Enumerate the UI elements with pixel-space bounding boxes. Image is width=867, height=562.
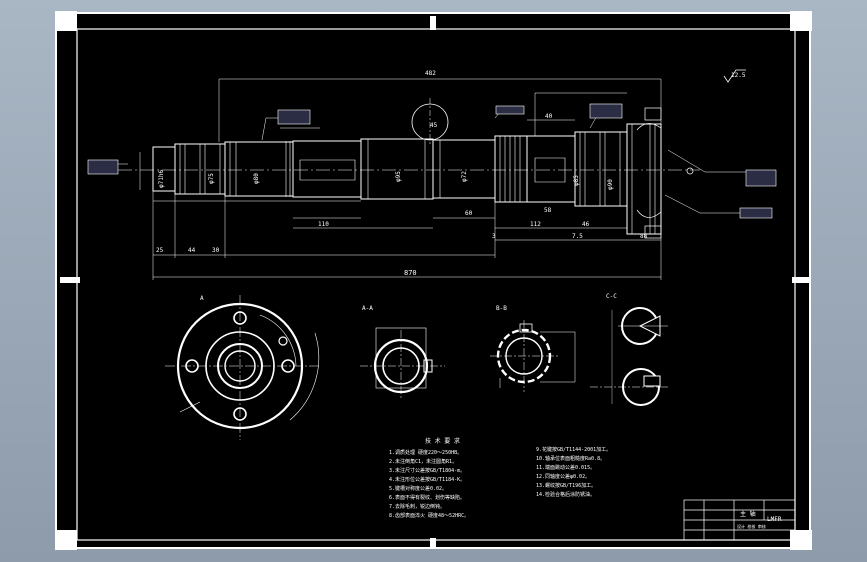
svg-text:φ71h6: φ71h6 [158,170,165,188]
note-line: 5.键槽对称度公差0.02。 [389,485,447,492]
part-name: 主 轴 [740,510,756,518]
flange [626,123,662,235]
notes-title: 技 术 要 求 [425,437,460,445]
dim-text: 112 [530,221,541,228]
keyway-2 [534,157,566,183]
note-line: 9.花键按GB/T1144-2001加工。 [536,446,611,453]
section-c-c[interactable]: C-C [590,293,670,406]
title-sub: 设计 校核 审核 [737,523,766,529]
dim-text: 60 [465,210,473,217]
tolerance-frame [277,109,311,125]
roughness-value: 12.5 [731,72,746,79]
section-a-a[interactable]: A-A [360,305,445,400]
dim-text: 46 [582,221,590,228]
dim-text: 44 [188,247,196,254]
roughness-symbol: 12.5 [723,69,746,83]
tolerance-frame [87,159,119,175]
corner-marker [55,530,77,550]
note-line: 14.检验合格后涂防锈油。 [536,491,595,498]
tolerance-frame [745,169,777,187]
center-mark-bottom [430,538,436,548]
dimension-texts: 482 870 25 44 30 110 60 112 58 46 40 3 7… [156,70,648,277]
note-line: 12.同轴度公差φ0.02。 [536,473,590,480]
note-line: 13.螺纹按GB/T196加工。 [536,482,596,489]
shaft-main-view[interactable] [110,78,748,280]
dim-text: 45 [430,122,438,129]
center-mark-right [792,277,810,283]
dim-text: 58 [544,207,552,214]
note-line: 10.轴承位表面粗糙度Ra0.8。 [536,455,605,462]
sheet-frame [55,11,812,550]
view-label: B-B [496,305,507,312]
tolerance-frame [495,105,525,115]
svg-text:φ90: φ90 [607,179,614,190]
dim-text: 3 [492,233,496,240]
title-block[interactable]: 主 轴 LMFR 设计 校核 审核 [683,499,796,541]
svg-text:φ72: φ72 [461,171,468,182]
tolerance-frame [739,207,773,219]
center-mark-top [430,16,436,30]
view-label: C-C [606,293,617,300]
dim-text: 88 [640,233,648,240]
corner-marker [790,11,812,31]
dim-top-span: 482 [425,70,436,77]
svg-text:φ80: φ80 [253,173,260,184]
dim-text: 110 [318,221,329,228]
note-line: 4.未注形位公差按GB/T1184-K。 [389,476,465,483]
dim-text: 40 [545,113,553,120]
corner-marker [790,530,812,550]
svg-text:φ95: φ95 [395,171,402,182]
flange-end-view[interactable]: A [165,295,320,440]
section-b-b[interactable]: B-B [490,305,576,392]
view-label: A [200,295,204,302]
note-line: 7.去除毛刺，锐边倒钝。 [389,503,445,510]
note-line: 6.表面不得有裂纹、划伤等缺陷。 [389,494,465,501]
diameter-texts: φ71h6 φ75 φ80 φ95 φ72 φ85 φ90 [158,170,614,190]
view-label: A-A [362,305,373,312]
dim-overall: 870 [404,269,417,277]
dim-text: 30 [212,247,220,254]
dim-text: 7.5 [572,233,583,240]
technical-notes: 技 术 要 求 1.调质处理 硬度220～250HB。 2.未注倒角C1，未注圆… [389,437,611,519]
note-line: 1.调质处理 硬度220～250HB。 [389,449,462,456]
note-line: 3.未注尺寸公差按GB/T1804-m。 [389,467,465,474]
center-mark-left [60,277,80,283]
note-line: 2.未注倒角C1，未注圆角R1。 [389,458,457,465]
tolerance-frames[interactable] [87,103,777,219]
note-line: 11.端面跳动公差0.015。 [536,464,595,471]
keyway-1 [299,159,356,181]
corner-marker [55,11,77,31]
drawing-code: LMFR [767,516,782,523]
tolerance-frame [589,103,623,119]
svg-text:φ85: φ85 [573,175,580,186]
dim-text: 25 [156,247,164,254]
note-line: 8.齿部表面淬火 硬度48～52HRC。 [389,512,469,519]
svg-text:φ75: φ75 [208,173,215,184]
